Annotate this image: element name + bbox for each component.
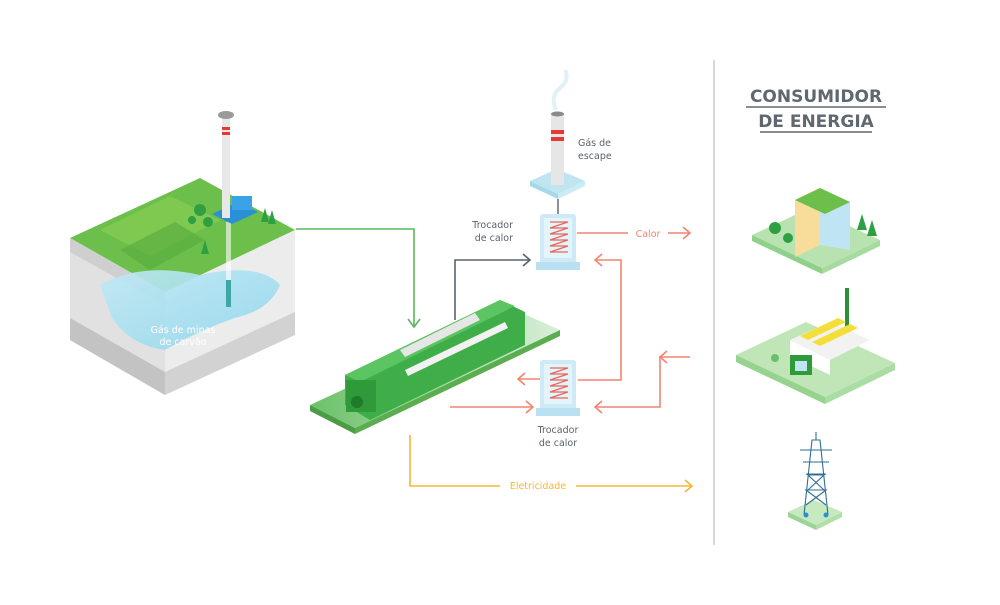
- trees: [188, 204, 276, 254]
- heat-exchanger-bottom-label-line1: Trocador: [537, 425, 579, 436]
- mine-gas-label-line1: Gás de minas: [151, 325, 216, 336]
- well-pipe: [226, 222, 231, 307]
- electricity-label: Eletricidade: [510, 481, 567, 492]
- coal-mine-block: Gás de minas de carvão: [70, 111, 295, 395]
- heat-flow-arrows: [450, 226, 692, 414]
- mine-gas-label-line2: de carvão: [159, 337, 206, 348]
- gas-engine-generator: [310, 300, 560, 434]
- chimney: [222, 118, 230, 218]
- chimney-top: [218, 111, 234, 119]
- gas-reservoir: [100, 270, 280, 350]
- consumer-office-building: [752, 188, 880, 274]
- heat-label: Calor: [636, 229, 661, 240]
- heat-exchanger-bottom-label-line2: de calor: [539, 438, 577, 449]
- exhaust-label-line1: Gás de: [578, 138, 611, 149]
- exhaust-arrow: [454, 253, 532, 320]
- factory-chimney: [845, 288, 849, 343]
- consumer-title-line2: DE ENERGIA: [758, 112, 874, 132]
- consumer-title-line1: CONSUMIDOR: [750, 87, 882, 107]
- electricity-flow-arrow: [409, 435, 694, 493]
- smoke: [551, 69, 569, 111]
- consumer-power-pylon: [788, 432, 842, 530]
- consumer-factory: [736, 288, 895, 404]
- heat-exchanger-top-label-line1: Trocador: [471, 220, 513, 231]
- heat-exchanger-top: [536, 214, 580, 270]
- exhaust-label-line2: escape: [578, 151, 612, 162]
- heat-exchanger-bottom: [536, 360, 580, 416]
- gas-flow-arrow: [296, 228, 421, 329]
- exhaust-stack: [530, 69, 585, 214]
- heat-exchanger-top-label-line2: de calor: [475, 233, 513, 244]
